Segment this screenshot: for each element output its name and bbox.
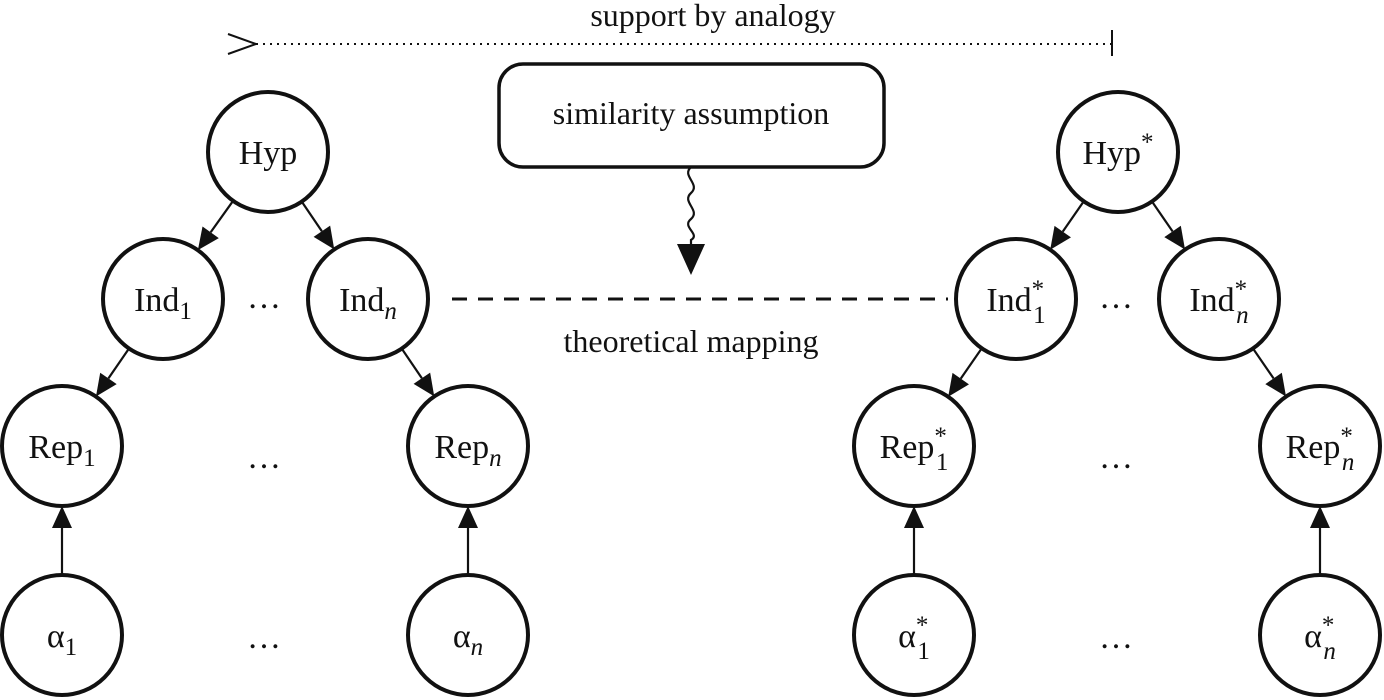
node-label: Hyp <box>239 135 298 172</box>
arrowhead-hyp-to-ind_1 <box>197 226 219 251</box>
node-alpha-1: α1 <box>0 573 124 697</box>
edge-ind_1-to-rep_1 <box>107 347 130 380</box>
node-hyp-s: Hyp* <box>1056 90 1180 214</box>
node-ind-1s: Ind*1 <box>954 237 1078 361</box>
node-label: Rep1 <box>28 429 95 472</box>
node-label: Ind1 <box>134 282 192 325</box>
support-by-analogy-label: support by analogy <box>590 0 835 33</box>
edge-ind_ns-to-rep_ns <box>1252 347 1275 380</box>
edge-ind_n-to-rep_n <box>400 347 423 379</box>
ellipsis-alpha: … <box>247 619 283 656</box>
node-alpha-1s: α*1 <box>852 573 976 697</box>
node-label: α*1 <box>898 612 930 665</box>
node-ind-n: Indn <box>306 237 430 361</box>
node-label: Ind*1 <box>986 276 1045 329</box>
edge-hyp_s-to-ind_ns <box>1151 200 1174 233</box>
ellipsis-ind-star: … <box>1099 279 1135 316</box>
node-label: Ind*n <box>1189 276 1248 329</box>
node-label: Indn <box>339 282 397 325</box>
arrowhead-ind_n-to-rep_n <box>413 372 435 397</box>
arrowhead-alpha_ns-to-rep_ns <box>1310 506 1330 528</box>
node-label: αn <box>453 618 483 661</box>
node-label: Rep*n <box>1286 423 1355 476</box>
theoretical-mapping-label: theoretical mapping <box>563 323 818 359</box>
arrowhead-alpha_1-to-rep_1 <box>52 506 72 528</box>
node-alpha-n: αn <box>406 573 530 697</box>
node-rep-1: Rep1 <box>0 384 124 508</box>
similarity-squiggle <box>687 166 695 244</box>
node-label: Repn <box>434 429 501 472</box>
edge-hyp-to-ind_n <box>300 200 323 232</box>
arrowhead-alpha_n-to-rep_n <box>458 506 478 528</box>
ellipsis-ind: … <box>247 279 283 316</box>
similarity-assumption-box: similarity assumption <box>497 62 886 169</box>
arrowhead-hyp_s-to-ind_ns <box>1164 225 1186 250</box>
node-rep-1s: Rep*1 <box>852 384 976 508</box>
similarity-arrow-head <box>677 244 705 275</box>
arrowhead-hyp_s-to-ind_1s <box>1050 225 1071 250</box>
node-label: α1 <box>47 618 77 661</box>
ellipsis-rep: … <box>247 439 283 476</box>
arrowhead-alpha_1s-to-rep_1s <box>904 506 924 528</box>
node-hyp: Hyp <box>206 90 330 214</box>
node-ind-1: Ind1 <box>101 237 225 361</box>
arrowhead-ind_1s-to-rep_1s <box>948 372 969 397</box>
arrowhead-ind_1-to-rep_1 <box>95 372 117 397</box>
node-alpha-ns: α*n <box>1258 573 1382 697</box>
edge-hyp_s-to-ind_1s <box>1061 200 1085 233</box>
node-label: Hyp* <box>1082 129 1153 172</box>
node-ind-ns: Ind*n <box>1157 237 1281 361</box>
similarity-assumption-label: similarity assumption <box>553 95 829 131</box>
ellipsis-rep-star: … <box>1099 439 1135 476</box>
node-rep-n: Repn <box>406 384 530 508</box>
node-label: Rep*1 <box>880 423 949 476</box>
edge-ind_1s-to-rep_1s <box>959 347 983 380</box>
arrowhead-ind_ns-to-rep_ns <box>1265 372 1287 397</box>
node-rep-ns: Rep*n <box>1258 384 1382 508</box>
edge-hyp-to-ind_1 <box>209 200 235 233</box>
node-label: α*n <box>1304 612 1336 665</box>
ellipsis-alpha-star: … <box>1099 619 1135 656</box>
arrowhead-hyp-to-ind_n <box>313 225 335 250</box>
